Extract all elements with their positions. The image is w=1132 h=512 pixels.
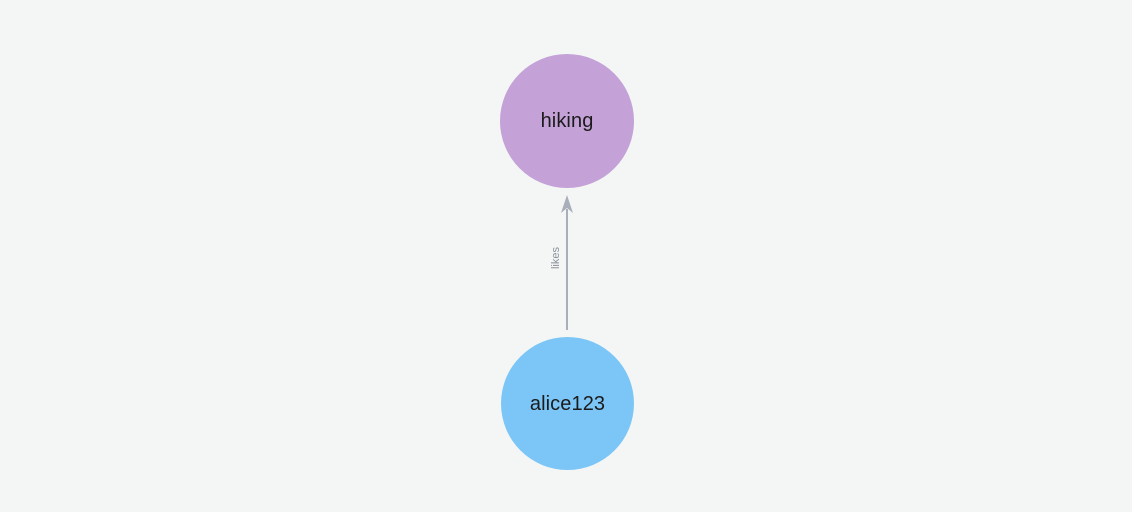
node-label-hiking: hiking: [540, 110, 594, 132]
graph-node-hiking[interactable]: hiking: [500, 54, 634, 188]
edge-alice123-likes-hiking[interactable]: [561, 195, 573, 330]
arrowhead-icon: [561, 195, 573, 213]
graph-node-alice123[interactable]: alice123: [501, 337, 634, 470]
node-label-alice123: alice123: [529, 392, 606, 415]
